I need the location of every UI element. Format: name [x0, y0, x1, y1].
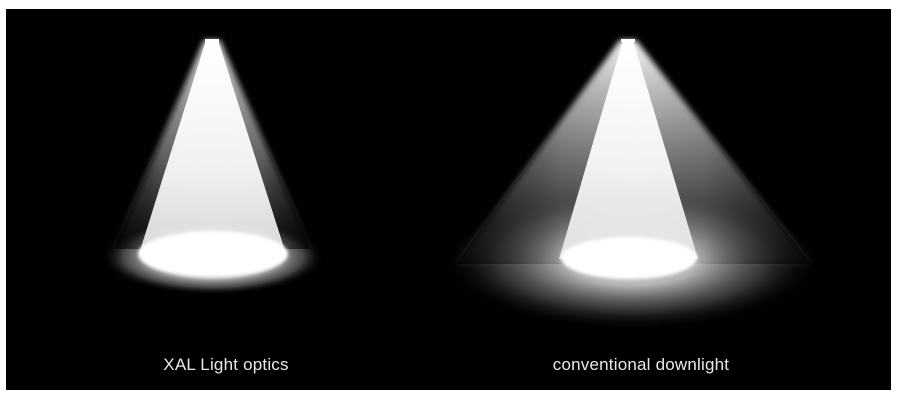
xal-lamp-head [205, 39, 219, 42]
comparison-panel: XAL Light optics conventional downlight [6, 9, 891, 390]
conventional-downlight-caption: conventional downlight [511, 355, 771, 375]
conventional-lamp-head [621, 39, 635, 42]
conventional-light-spot [561, 237, 697, 279]
xal-light-spot [138, 231, 288, 277]
conventional-downlight-beam [442, 39, 822, 331]
light-beam-illustration [6, 9, 891, 390]
xal-light-optics-caption: XAL Light optics [106, 355, 346, 375]
xal-light-beam [101, 39, 325, 295]
